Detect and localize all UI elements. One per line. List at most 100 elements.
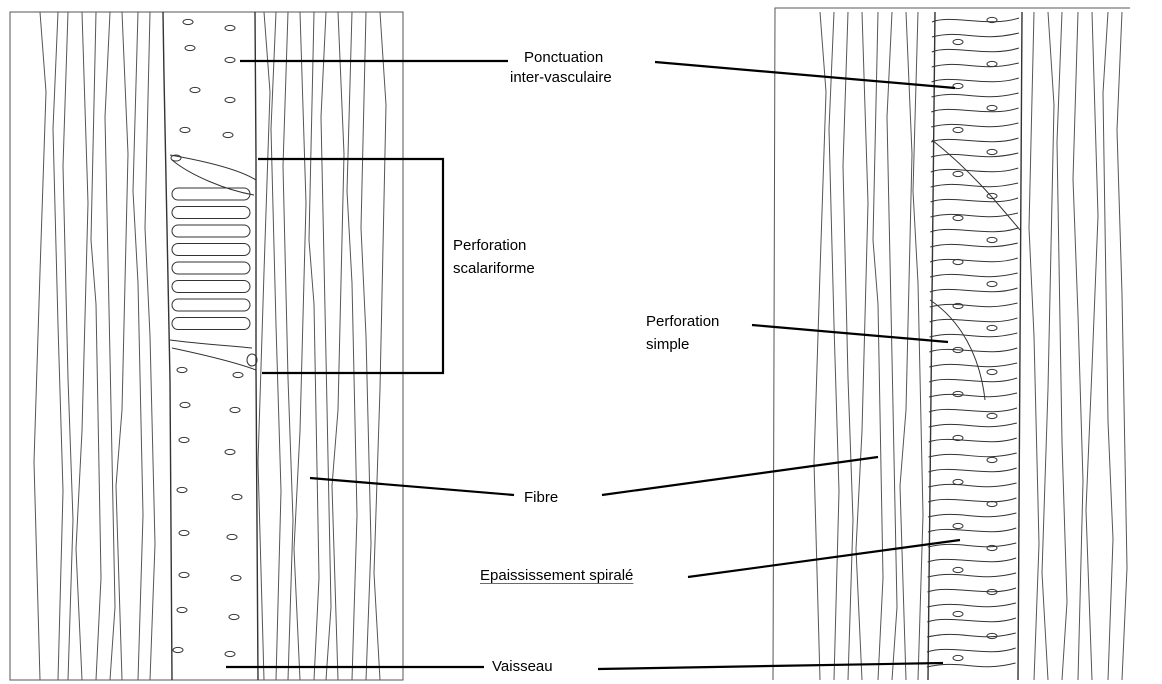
fibre-line	[1056, 11, 1068, 681]
spiral-cell-wall	[927, 512, 1017, 518]
spiral-cell-wall	[926, 647, 1016, 653]
vessel-pit	[228, 613, 240, 621]
fibre-line	[115, 11, 129, 681]
vessel-pit	[178, 436, 190, 444]
vessel-pit	[224, 448, 236, 456]
vessel-pit	[178, 529, 190, 537]
label-perforation-simple-line1: Perforation	[646, 313, 720, 330]
fibre-line	[270, 11, 282, 681]
spiral-cell-wall	[928, 377, 1018, 383]
vessel-pit	[952, 478, 964, 486]
scalariform-pore-bottom-right	[246, 353, 258, 367]
fibre-line	[104, 11, 116, 681]
right-panel-frame	[772, 7, 1130, 681]
spiral-cell-wall	[929, 287, 1018, 293]
fibre-line	[75, 11, 89, 681]
fibre-line	[886, 11, 898, 681]
fibre-line	[373, 11, 387, 681]
vessel-pit	[224, 56, 236, 64]
vessel-pit	[952, 434, 964, 442]
fibre-line	[855, 11, 869, 681]
spiral-thickening-cells	[926, 17, 1020, 668]
vessel-pit	[952, 610, 964, 618]
left-vessel-pits	[172, 18, 244, 658]
vessel-pit	[986, 236, 998, 244]
spiral-cell-wall	[929, 317, 1018, 323]
scalariform-bar	[171, 224, 251, 238]
fibre-line	[320, 11, 332, 681]
fibre-line	[331, 11, 345, 681]
spiral-cell-wall	[927, 542, 1017, 548]
vessel-pit	[986, 456, 998, 464]
vessel-pit	[952, 38, 964, 46]
vessel-pit	[952, 214, 964, 222]
vessel-pit	[231, 493, 243, 501]
leader-ponctuation-right	[654, 60, 956, 90]
fibre-line	[346, 11, 358, 681]
fibre-line	[33, 11, 47, 681]
spiral-cell-wall	[929, 272, 1018, 278]
vessel-pit	[986, 368, 998, 376]
spiral-cell-wall	[928, 437, 1017, 443]
fibre-line	[360, 11, 372, 681]
label-perforation-scalariforme-line2: scalariforme	[453, 260, 535, 277]
scalariform-pore-top-left	[170, 154, 182, 162]
vessel-pit	[222, 131, 234, 139]
vessel-pit	[952, 170, 964, 178]
leader-lines	[226, 59, 961, 671]
spiral-cell-wall	[927, 557, 1017, 563]
label-epaississement-spirale: Epaississement spiralé	[480, 567, 634, 584]
spiral-cell-wall	[930, 212, 1019, 218]
spiral-cell-wall	[926, 662, 1016, 668]
scalariform-bar	[171, 187, 251, 201]
vessel-pit	[952, 346, 964, 354]
spiral-cell-wall	[931, 77, 1019, 83]
scalariform-bars	[171, 187, 251, 330]
leader-epaississement	[687, 538, 961, 579]
left-fibres-right-side	[257, 11, 387, 681]
leader-vaisseau-right	[597, 661, 944, 671]
fibre-line	[144, 11, 156, 681]
left-specimen-panel	[9, 11, 404, 681]
left-vessel-wall-left	[162, 11, 173, 681]
vessel-pit	[176, 366, 188, 374]
vessel-pit	[224, 24, 236, 32]
vessel-pit	[178, 571, 190, 579]
vessel-pit	[986, 148, 998, 156]
label-ponctuation-line1: Ponctuation	[524, 49, 604, 66]
vessel-pit	[179, 401, 191, 409]
spiral-cell-wall	[926, 632, 1016, 638]
simple-perforation-rim-left	[931, 139, 1021, 231]
vessel-pit	[226, 533, 238, 541]
fibre-line	[1072, 11, 1084, 681]
vessel-pit	[179, 126, 191, 134]
vessel-pit	[952, 82, 964, 90]
spiral-cell-wall	[930, 152, 1019, 158]
label-ponctuation-line2: inter-vasculaire	[510, 69, 612, 86]
scalariform-bar	[171, 317, 251, 330]
spiral-cell-wall	[928, 392, 1018, 398]
bracket-perforation-scalariforme	[258, 157, 445, 375]
leader-fibre-right	[601, 455, 879, 497]
fibre-line	[293, 11, 307, 681]
spiral-cell-wall	[928, 452, 1017, 458]
leader-fibre-left	[309, 476, 515, 497]
vessel-pit	[229, 406, 241, 414]
vessel-pit	[176, 606, 188, 614]
right-specimen-panel	[772, 7, 1130, 681]
right-vessel-wall-left	[927, 11, 936, 681]
fibre-line	[872, 11, 884, 681]
fibre-line	[1102, 11, 1114, 681]
spiral-cell-wall	[928, 422, 1017, 428]
fibre-line	[257, 11, 271, 681]
scalariform-bar	[171, 261, 251, 275]
label-perforation-scalariforme-line1: Perforation	[453, 237, 527, 254]
vessel-pit	[986, 280, 998, 288]
vessel-pit	[986, 412, 998, 420]
spiral-cell-wall	[930, 242, 1018, 248]
spiral-cell-wall	[928, 467, 1017, 473]
left-fibres	[33, 11, 156, 681]
vessel-pit	[986, 60, 998, 68]
scalariform-bar	[171, 280, 251, 293]
